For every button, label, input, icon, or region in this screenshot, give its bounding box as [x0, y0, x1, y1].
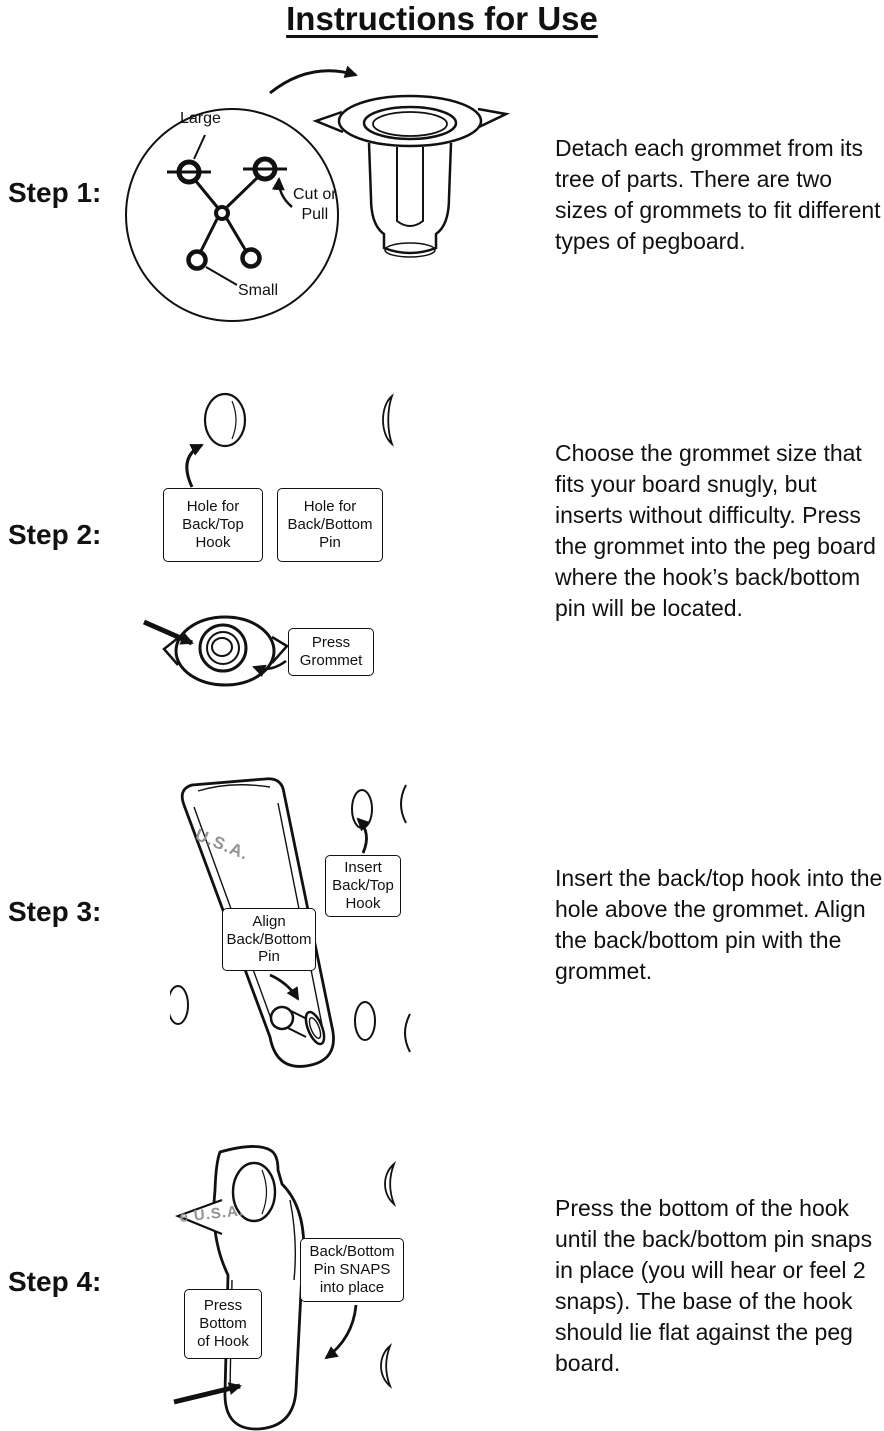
pegboard-hole-partial — [170, 985, 189, 1025]
callout-small-label: Small — [238, 282, 279, 299]
callout-align-back-bottom-pin: Align Back/Bottom Pin — [222, 908, 316, 971]
small-grommet-ring — [186, 249, 208, 271]
hook-keyhole — [231, 1161, 277, 1223]
pegboard-hole — [354, 1001, 376, 1041]
small-grommet-ring — [240, 247, 262, 269]
callout-press-grommet: Press Grommet — [288, 628, 374, 676]
callout-insert-back-top-hook: Insert Back/Top Hook — [325, 855, 401, 917]
step-3-figure: U.S.A. Insert Back/Top Hook Align Back/B… — [170, 775, 430, 1075]
pegboard-hole-partial — [380, 1343, 393, 1389]
pegboard-hole — [203, 392, 247, 448]
insert-hook-arrow — [356, 817, 371, 854]
step-1-label: Step 1: — [8, 177, 102, 208]
step-3-description: Insert the back/top hook into the hole a… — [555, 865, 883, 984]
pegboard-hole-partial — [382, 393, 394, 447]
step-2-label: Step 2: — [8, 519, 102, 550]
align-pin-arrow — [269, 973, 300, 1001]
step-2-diagram — [142, 392, 394, 687]
pegboard-hole-partial — [404, 1013, 411, 1053]
large-grommet-ring — [252, 156, 278, 182]
grommet-front — [174, 615, 276, 687]
callout-hole-back-top-hook: Hole for Back/Top Hook — [163, 488, 263, 562]
usa-marking-text: e U.S.A. — [179, 1202, 245, 1226]
cut-or-pull-arrow — [271, 177, 293, 208]
callout-cut-or-pull-label: Cut or Pull — [293, 186, 337, 223]
grommet-side — [304, 1010, 326, 1046]
grommet-slot — [396, 147, 424, 227]
back-top-hook-tab — [174, 1198, 223, 1236]
pin-ball — [269, 1005, 295, 1031]
pegboard-hole-partial — [400, 784, 407, 824]
step-3-label: Step 3: — [8, 896, 102, 927]
step-1-diagram — [125, 65, 511, 322]
step-2-figure: Hole for Back/Top Hook Hole for Back/Bot… — [140, 375, 440, 705]
detach-arrow — [269, 65, 358, 95]
step-4-figure: e U.S.A. Back/Bottom Pin SNAPS into plac… — [170, 1140, 430, 1431]
press-arrow — [142, 619, 194, 646]
step-4-label: Step 4: — [8, 1266, 102, 1297]
pegboard-hole-partial — [384, 1161, 397, 1207]
step-4-description: Press the bottom of the hook until the b… — [555, 1195, 873, 1376]
magnifier-circle — [125, 108, 339, 322]
callout-large-label: Large — [180, 110, 221, 127]
callout-hole-back-bottom-pin: Hole for Back/Bottom Pin — [277, 488, 383, 562]
grommet-body — [367, 142, 453, 255]
snap-arrow — [324, 1304, 358, 1360]
callout-pin-snaps: Back/Bottom Pin SNAPS into place — [300, 1238, 404, 1302]
step-1-description: Detach each grommet from its tree of par… — [555, 135, 881, 254]
press-grommet-arrow — [252, 659, 287, 677]
page-title: Instructions for Use — [286, 0, 598, 37]
step-1-figure: Large Cut or Pull Small — [110, 55, 520, 330]
press-bottom-arrow — [173, 1382, 242, 1405]
step-2-description: Choose the grommet size that fits your b… — [555, 440, 876, 621]
callout-press-bottom-of-hook: Press Bottom of Hook — [184, 1289, 262, 1359]
hole-arrow — [185, 443, 204, 488]
grommet-flange — [337, 94, 483, 148]
tree-center — [214, 205, 230, 221]
large-grommet-ring — [176, 159, 202, 185]
